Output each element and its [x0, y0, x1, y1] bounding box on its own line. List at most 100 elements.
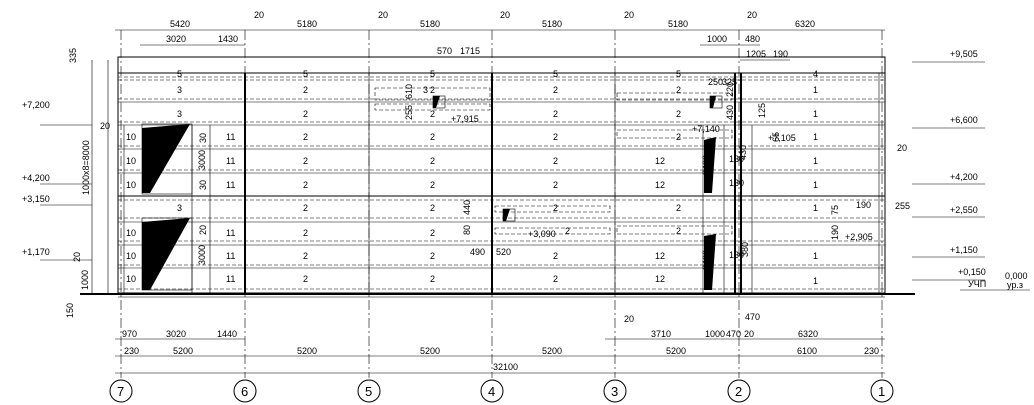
panel-labels: 5 3 3 3 5 5 5 5 4 2 2 2 2 2 2 2 2 2 2 2 … [126, 69, 818, 286]
panel-label: 2 [303, 251, 308, 261]
panel-label: 2 [676, 226, 681, 236]
inner-dim-380: 380 [740, 242, 750, 257]
elev-left-2: +4,200 [22, 173, 50, 183]
panel-label: 2 [303, 180, 308, 190]
panel-label: 1 [813, 180, 818, 190]
axis-label-5: 5 [365, 384, 372, 399]
panel-label: 2 [676, 132, 681, 142]
panel-label: 5 [676, 69, 681, 79]
panel-label: 2 [303, 132, 308, 142]
panel-label: 11 [226, 156, 235, 166]
panel-label: 3 [177, 85, 182, 95]
inner-dim-520: 520 [496, 247, 511, 257]
dim-bot-5200b: 5200 [297, 346, 317, 356]
axis-markers [109, 379, 894, 403]
dim-bay-3: 5180 [420, 19, 440, 29]
dim-total: 32100 [493, 362, 518, 372]
elev-right-4: +2,550 [950, 205, 978, 215]
inner-elev-3: +7,105 [768, 133, 796, 143]
elev-right-7: 0,000 [1005, 271, 1028, 281]
dim-bay-6: 6320 [795, 19, 815, 29]
left-dimension-lines [40, 60, 109, 295]
axis-label-4: 4 [488, 384, 495, 399]
inner-dim-430a: 430 [725, 105, 735, 120]
panel-label: 2 [553, 274, 558, 284]
panel-label: 2 [303, 203, 308, 213]
inner-dim-30a: 30 [198, 133, 208, 143]
panel-label: 2 [430, 203, 435, 213]
panel-label: 11 [226, 132, 235, 142]
dim-small-a: 250 [708, 77, 723, 87]
panel-label: 1 [813, 156, 818, 166]
panel-label: 2 [430, 85, 435, 95]
panel-label: 12 [655, 180, 665, 190]
inner-dim-490: 490 [470, 247, 485, 257]
panel-label: 2 [553, 85, 558, 95]
dim-right-b: 480 [745, 34, 760, 44]
dim-right-20: 20 [897, 143, 907, 153]
panel-label: 5 [430, 69, 435, 79]
inner-dim-30b: 30 [198, 180, 208, 190]
dim-right-75: 75 [830, 205, 840, 215]
dim-bot-5200a: 5200 [173, 346, 193, 356]
inner-dim-2400b: 2400 [701, 250, 711, 270]
panel-label: 2 [553, 109, 558, 119]
panel-label: 11 [226, 180, 235, 190]
elev-right-2: +6,600 [950, 115, 978, 125]
panel-label: 1 [813, 203, 818, 213]
inner-dim-610: 610 [404, 84, 414, 99]
inner-dim-125: 125 [757, 103, 767, 118]
dim-bot-970: 970 [122, 329, 137, 339]
dim-bot-r-20b: 20 [744, 329, 754, 339]
dim-left-bottom-a: 1000 [80, 270, 90, 290]
inner-dim-130c: 130 [729, 178, 744, 188]
gate-openings [141, 95, 723, 291]
dim-joint-2: 20 [378, 10, 388, 20]
dim-bot-r-3710: 3710 [651, 329, 671, 339]
axis-grid-lines [120, 30, 883, 378]
panel-label: 1 [813, 132, 818, 142]
panel-label: 12 [655, 274, 665, 284]
ground-label-2: ур.з [1007, 280, 1023, 290]
dim-bot-230b: 230 [864, 346, 879, 356]
dim-right-d: 190 [773, 49, 788, 59]
panel-label: 2 [303, 228, 308, 238]
panel-label: 5 [553, 69, 558, 79]
panel-label: 1 [813, 276, 818, 286]
right-elevation-marks [912, 61, 1030, 291]
dim-right-190: 190 [856, 200, 871, 210]
inner-dim-220: 220 [725, 82, 735, 97]
panel-label: 10 [126, 180, 136, 190]
panel-label: 2 [553, 132, 558, 142]
panel-label: 10 [126, 156, 136, 166]
dim-bot-r-1000: 1000 [705, 329, 725, 339]
dim-bot-r-470a: 470 [745, 312, 760, 322]
ground-label-1: УЧП [968, 279, 986, 289]
axis-label-3: 3 [611, 384, 618, 399]
dim-bot-r-470b: 470 [726, 329, 741, 339]
panel-label: 5 [303, 69, 308, 79]
inner-dim-430b: 430 [738, 145, 748, 160]
panel-label: 12 [655, 251, 665, 261]
inner-dim-190: 190 [830, 225, 840, 240]
panel-label: 2 [553, 203, 558, 213]
panel-label: 2 [430, 180, 435, 190]
panel-label: 10 [126, 132, 136, 142]
panel-label: 2 [430, 251, 435, 261]
panel-label: 2 [430, 132, 435, 142]
dim-bot-3020: 3020 [166, 329, 186, 339]
dim-joint-3: 20 [500, 10, 510, 20]
building-outline [80, 56, 915, 298]
dim-bot-6100: 6100 [797, 346, 817, 356]
panel-label: 3 [177, 203, 182, 213]
inner-elev-4: +3,090 [528, 229, 556, 239]
elev-right-1: +9,505 [950, 49, 978, 59]
panel-label: 1 [813, 251, 818, 261]
elev-left-3: +3,150 [22, 194, 50, 204]
inner-dim-130b: 130 [729, 250, 744, 260]
panel-label: 2 [430, 156, 435, 166]
dim-left-20a: 20 [100, 121, 110, 131]
panel-label: 10 [126, 251, 136, 261]
dim-mid-a: 570 [437, 46, 452, 56]
